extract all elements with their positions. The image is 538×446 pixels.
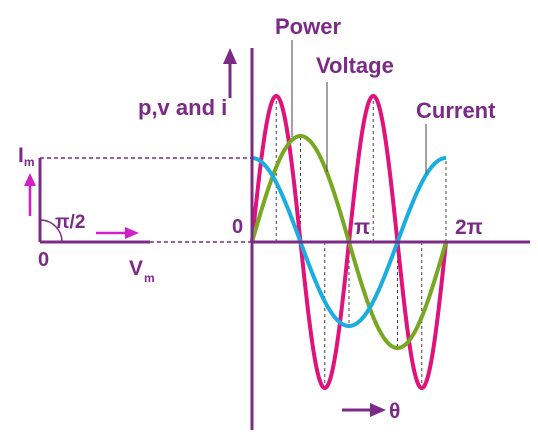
phasor-diagram: Im π/2 0 Vm bbox=[18, 144, 252, 285]
origin-label: 0 bbox=[232, 216, 243, 238]
phase-angle-arc bbox=[39, 219, 63, 243]
voltage-label: Voltage bbox=[316, 53, 394, 78]
im-label: Im bbox=[18, 144, 35, 169]
current-label: Current bbox=[416, 98, 496, 123]
current-curve bbox=[250, 156, 448, 328]
phasor-origin-label: 0 bbox=[38, 249, 49, 271]
two-pi-label: 2π bbox=[455, 216, 483, 239]
pi-label: π bbox=[354, 216, 370, 239]
y-axis-label: p,v and i bbox=[138, 95, 227, 120]
vm-label: Vm bbox=[129, 257, 155, 285]
theta-label: θ bbox=[389, 400, 400, 423]
power-label: Power bbox=[275, 14, 341, 39]
voltage-direction-arrow-head bbox=[125, 227, 139, 239]
current-direction-arrow-head bbox=[24, 173, 36, 186]
phase-angle-label: π/2 bbox=[55, 212, 85, 233]
y-axis-arrow-head bbox=[223, 48, 237, 64]
theta-arrow-head bbox=[370, 403, 386, 417]
